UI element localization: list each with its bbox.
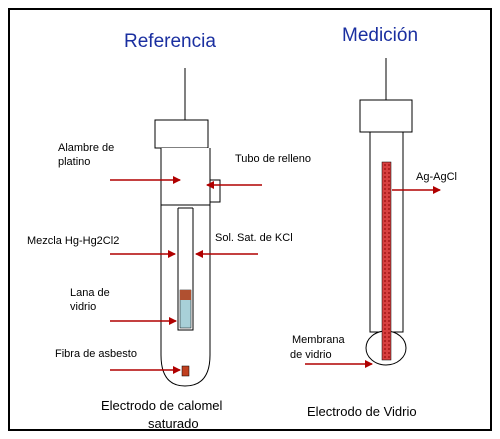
heading-reference: Referencia [124, 31, 216, 52]
label-kcl-solution: Sol. Sat. de KCl [215, 232, 293, 244]
hg-paste-top [180, 290, 191, 300]
label-hg-mixture: Mezcla Hg-Hg2Cl2 [27, 235, 119, 247]
label-fill-tube: Tubo de relleno [235, 153, 311, 165]
asbestos-plug [181, 365, 190, 377]
label-glass-membrane-1: Membrana [292, 334, 345, 346]
caption-glass-electrode: Electrodo de Vidrio [307, 404, 417, 419]
caption-calomel-1: Electrodo de calomel [101, 398, 223, 413]
ag-agcl-rod [381, 161, 392, 361]
diagram-frame [8, 8, 492, 431]
label-glass-wool-2: vidrio [70, 301, 96, 313]
label-glass-membrane-2: de vidrio [290, 349, 332, 361]
label-platinum-wire-2: platino [58, 156, 90, 168]
calomel-electrode [154, 68, 221, 387]
label-glass-wool-1: Lana de [70, 287, 110, 299]
calomel-cap [154, 119, 209, 149]
label-asbestos-fiber: Fibra de asbesto [55, 348, 137, 360]
label-platinum-wire-1: Alambre de [58, 142, 114, 154]
heading-measurement: Medición [342, 25, 418, 46]
fill-tube [209, 179, 221, 203]
caption-calomel-2: saturado [148, 416, 199, 431]
glass-electrode [359, 58, 413, 366]
glass-electrode-cap [359, 99, 413, 133]
label-ag-agcl: Ag-AgCl [416, 171, 457, 183]
